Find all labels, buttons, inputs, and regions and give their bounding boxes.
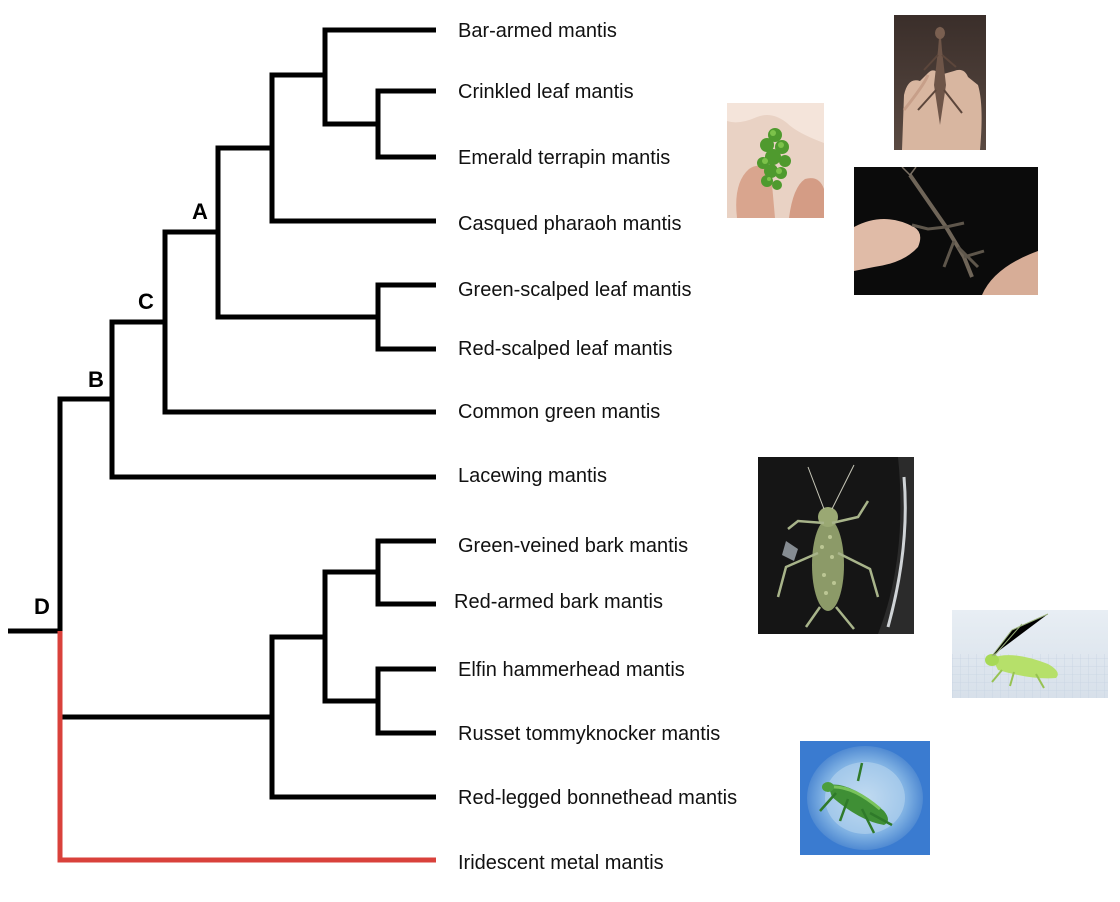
taxon-label: Red-scalped leaf mantis — [458, 338, 673, 360]
taxon-label: Iridescent metal mantis — [458, 852, 664, 874]
taxon-label: Green-scalped leaf mantis — [458, 279, 692, 301]
taxon-label: Lacewing mantis — [458, 465, 607, 487]
photo-green-mantis-in-cup — [800, 741, 930, 855]
taxon-label: Common green mantis — [458, 401, 661, 423]
photo-lichen-mantis — [758, 457, 914, 634]
photo-green-mossy-mantis — [727, 103, 824, 218]
node-label-d: D — [34, 594, 50, 619]
photo-stick-mantis-dark — [854, 167, 1038, 295]
taxon-label: Red-armed bark mantis — [454, 591, 663, 613]
node-label-c: C — [138, 289, 154, 314]
taxon-label: Casqued pharaoh mantis — [458, 213, 682, 235]
node-label-b: B — [88, 367, 104, 392]
taxon-label: Elfin hammerhead mantis — [458, 659, 685, 681]
taxon-label: Green-veined bark mantis — [458, 535, 689, 557]
taxon-label: Crinkled leaf mantis — [458, 81, 634, 103]
node-label-a: A — [192, 199, 208, 224]
photo-pale-green-mantis — [952, 610, 1108, 698]
photo-mantis-on-hand-brown — [894, 15, 986, 150]
taxon-label: Russet tommyknocker mantis — [458, 723, 721, 745]
taxon-label: Bar-armed mantis — [458, 20, 617, 42]
taxon-label: Emerald terrapin mantis — [458, 147, 671, 169]
taxon-label: Red-legged bonnethead mantis — [458, 787, 738, 809]
